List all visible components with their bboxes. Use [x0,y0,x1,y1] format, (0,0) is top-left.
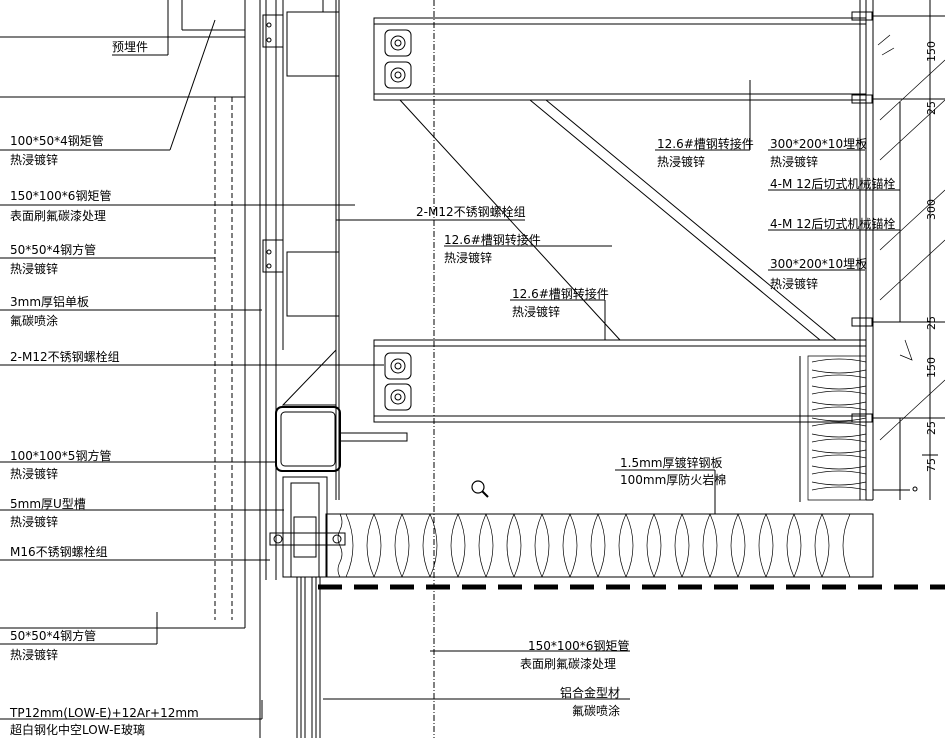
callout-embedded-part: 预埋件 [112,40,148,54]
callout-150x100-tube-lower: 150*100*6钢矩管 [528,638,629,653]
magnifier-icon[interactable] [471,480,489,498]
callout-embed-plate-lower: 300*200*10埋板 [770,257,867,271]
wool-loop [345,513,375,578]
bolt-group-top [384,29,412,89]
callout-100x50-tube: 100*50*4钢矩管 [10,133,104,148]
left-structure [0,0,435,738]
left-callouts: 预埋件 100*50*4钢矩管 热浸镀锌 150*100*6钢矩管 表面刷氟碳漆… [0,19,384,737]
callout-anchor-bolts-upper: 4-M 12后切式机械锚栓 [770,176,895,191]
wool-loop [737,513,767,578]
callout-channel-connector-1-finish: 热浸镀锌 [444,251,492,265]
callout-50x50-tube-upper: 50*50*4钢方管 [10,242,96,257]
callout-aluminum-profile: 铝合金型材 [560,685,620,700]
wool-loop [625,513,655,578]
wool-loop [653,513,683,578]
callout-50x50-tube-lower-finish: 热浸镀锌 [10,648,58,662]
callout-channel-connector-3-finish: 热浸镀锌 [657,155,705,169]
callout-embed-plate-upper: 300*200*10埋板 [770,137,867,151]
callout-anchor-bolts-lower: 4-M 12后切式机械锚栓 [770,216,895,231]
callout-m12-bolts-middle: 2-M12不锈钢螺栓组 [416,204,526,219]
dim-150-top: 150 [925,41,938,62]
callout-100x100-tube: 100*100*5钢方管 [10,448,111,463]
callout-glass-spec: TP12mm(LOW-E)+12Ar+12mm [9,706,199,720]
callout-channel-connector-1: 12.6#槽钢转接件 [444,232,541,247]
dim-300: 300 [925,199,938,220]
callout-u-channel: 5mm厚U型槽 [10,497,86,511]
wool-pattern [345,513,851,578]
wool-loop [429,513,459,578]
middle-callouts: 2-M12不锈钢螺栓组 12.6#槽钢转接件 热浸镀锌 12.6#槽钢转接件 热… [323,80,754,718]
dim-25-bottom: 25 [925,421,938,435]
callout-100x50-tube-finish: 热浸镀锌 [10,153,58,167]
wool-loop [569,513,599,578]
callout-aluminum-profile-finish: 氟碳喷涂 [572,703,620,718]
dim-150-bottom: 150 [925,357,938,378]
callout-galvanized-sheet: 1.5mm厚镀锌钢板 [620,456,722,470]
wool-loop [457,513,487,578]
dim-25-mid: 25 [925,316,938,330]
callout-50x50-tube-upper-finish: 热浸镀锌 [10,262,58,276]
callout-aluminum-panel: 3mm厚铝单板 [10,294,89,309]
callout-channel-connector-2: 12.6#槽钢转接件 [512,286,609,301]
callout-embed-plate-upper-finish: 热浸镀锌 [770,155,818,169]
fire-rock-wool [325,355,874,578]
wool-loop [709,513,739,578]
callout-150x100-tube-lower-finish: 表面刷氟碳漆处理 [520,657,616,671]
callout-150x100-tube: 150*100*6钢矩管 [10,188,111,203]
callout-glass-type: 超白钢化中空LOW-E玻璃 [10,722,145,737]
dim-75: 75 [925,458,938,472]
wool-loop [765,513,795,578]
wool-loop [597,513,627,578]
callout-u-channel-finish: 热浸镀锌 [10,515,58,529]
callout-aluminum-panel-finish: 氟碳喷涂 [10,313,58,328]
callout-embed-plate-lower-finish: 热浸镀锌 [770,277,818,291]
dimension-lines: 150 25 300 25 150 25 75 [899,0,938,500]
wool-loop [373,513,403,578]
callout-100x100-tube-finish: 热浸镀锌 [10,467,58,481]
wool-loop [513,513,543,578]
callout-150x100-tube-finish: 表面刷氟碳漆处理 [10,209,106,223]
wool-loop [793,513,823,578]
wool-loop [821,513,851,578]
bolt-group-bottom [384,352,412,411]
wool-loop [485,513,515,578]
wool-loop [681,513,711,578]
callout-50x50-tube-lower: 50*50*4钢方管 [10,628,96,643]
right-wall [799,0,945,502]
channel-beams [373,17,867,423]
right-callouts: 300*200*10埋板 热浸镀锌 4-M 12后切式机械锚栓 4-M 12后切… [768,137,900,291]
callout-m12-bolts-left: 2-M12不锈钢螺栓组 [10,349,120,364]
dim-25-top: 25 [925,101,938,115]
callout-channel-connector-3: 12.6#槽钢转接件 [657,136,754,151]
callout-rock-wool: 100mm厚防火岩棉 [620,472,726,487]
wool-loop [541,513,571,578]
callout-m16-bolts: M16不锈钢螺栓组 [10,544,108,559]
callout-channel-connector-2-finish: 热浸镀锌 [512,305,560,319]
wool-loop [401,513,431,578]
